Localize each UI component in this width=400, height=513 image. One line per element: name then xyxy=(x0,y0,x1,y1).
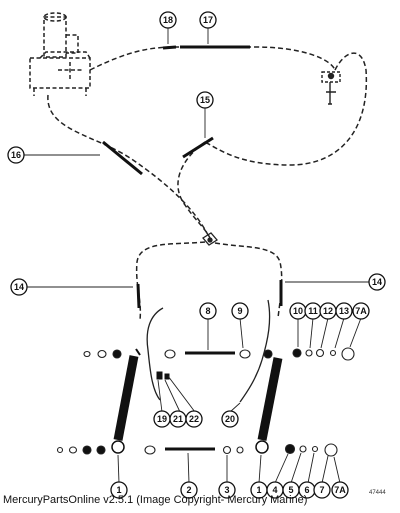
svg-text:20: 20 xyxy=(225,414,235,424)
callout-7a-lower: 7A xyxy=(331,481,349,499)
callout-9: 9 xyxy=(231,302,249,320)
left-hose-end xyxy=(136,283,141,309)
svg-text:7A: 7A xyxy=(355,306,367,316)
svg-text:11: 11 xyxy=(308,306,318,316)
callout-10: 10 xyxy=(289,302,307,320)
svg-text:9: 9 xyxy=(237,306,242,316)
svg-text:12: 12 xyxy=(323,306,333,316)
hose-18-sleeve xyxy=(162,45,177,50)
callout-21: 21 xyxy=(169,410,187,428)
hose-16-sleeve xyxy=(102,140,143,176)
left-cylinder-hose xyxy=(135,241,206,321)
callout-1-left: 1 xyxy=(110,481,128,499)
svg-text:14: 14 xyxy=(14,282,24,292)
svg-text:14: 14 xyxy=(372,277,382,287)
svg-text:5: 5 xyxy=(288,485,293,495)
callout-14-right: 14 xyxy=(368,273,386,291)
valve-fitting-icon xyxy=(321,71,341,105)
callout-15: 15 xyxy=(196,91,214,109)
svg-text:4: 4 xyxy=(272,485,277,495)
callout-22: 22 xyxy=(185,410,203,428)
leader-lines xyxy=(24,28,377,484)
callout-17: 17 xyxy=(199,11,217,29)
svg-text:21: 21 xyxy=(173,414,183,424)
callout-12: 12 xyxy=(319,302,337,320)
right-cylinder-hose xyxy=(214,242,283,319)
upper-hardware-row xyxy=(83,347,355,361)
upper-hose-line xyxy=(89,46,336,71)
svg-text:15: 15 xyxy=(200,95,210,105)
small-line-left xyxy=(146,307,164,401)
callout-7a-upper: 7A xyxy=(352,302,370,320)
svg-text:8: 8 xyxy=(205,306,210,316)
hose-15-sleeve xyxy=(182,136,214,159)
callout-16: 16 xyxy=(7,146,25,164)
callout-labels: 18 17 15 16 14 14 8 9 10 11 12 13 7A 19 … xyxy=(7,11,386,499)
right-cylinder-icon xyxy=(255,357,283,454)
right-return-hose xyxy=(204,52,368,166)
pump-reservoir-icon xyxy=(29,12,91,96)
svg-text:1: 1 xyxy=(116,485,121,495)
callout-20: 20 xyxy=(221,410,239,428)
svg-text:1: 1 xyxy=(256,485,261,495)
svg-text:22: 22 xyxy=(189,414,199,424)
callout-11: 11 xyxy=(304,302,322,320)
callout-19: 19 xyxy=(153,410,171,428)
small-line-right xyxy=(239,299,271,403)
callout-13: 13 xyxy=(335,302,353,320)
svg-text:2: 2 xyxy=(186,485,191,495)
hose-15-path xyxy=(177,141,211,239)
callout-2: 2 xyxy=(180,481,198,499)
svg-text:3: 3 xyxy=(224,485,229,495)
svg-text:13: 13 xyxy=(339,306,349,316)
left-pump-hose xyxy=(47,94,209,236)
callout-7: 7 xyxy=(313,481,331,499)
svg-text:6: 6 xyxy=(304,485,309,495)
svg-text:10: 10 xyxy=(293,306,303,316)
lower-hardware-row xyxy=(56,443,338,457)
svg-text:7A: 7A xyxy=(334,485,346,495)
svg-text:7: 7 xyxy=(319,485,324,495)
svg-text:16: 16 xyxy=(11,150,21,160)
svg-text:18: 18 xyxy=(163,15,173,25)
tee-fitting-icon xyxy=(202,232,218,246)
callout-3: 3 xyxy=(218,481,236,499)
callout-8: 8 xyxy=(199,302,217,320)
copyright-caption: MercuryPartsOnline v2.5.1 (Image Copyrig… xyxy=(3,494,308,506)
figure-number: 47444 xyxy=(369,490,386,496)
svg-text:19: 19 xyxy=(157,414,167,424)
callout-14-left: 14 xyxy=(10,278,28,296)
callout-18: 18 xyxy=(159,11,177,29)
left-cylinder-icon xyxy=(111,348,141,454)
small-fittings-icon xyxy=(156,371,170,380)
svg-text:17: 17 xyxy=(203,15,213,25)
